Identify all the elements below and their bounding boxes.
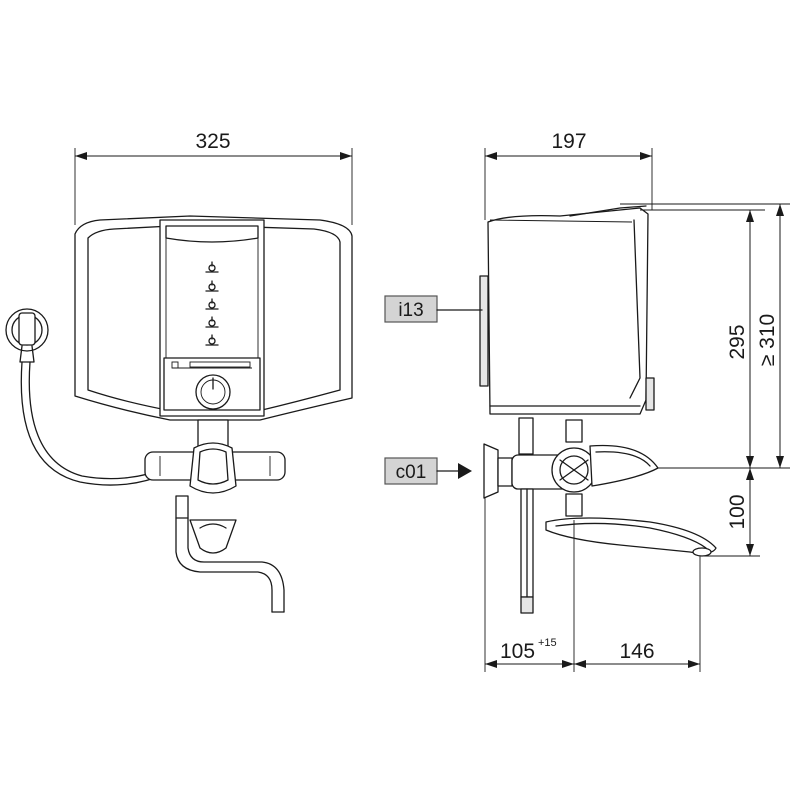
wall-offset-tolerance-label: +15 bbox=[538, 637, 557, 649]
temperature-knob bbox=[195, 374, 231, 410]
dimension-spout-height-100: 100 bbox=[700, 468, 760, 557]
callout-c01: c01 bbox=[384, 457, 472, 485]
callout-i13: i13 bbox=[384, 295, 483, 323]
total-height-dimension-label: ≥ 310 bbox=[756, 314, 779, 366]
heater-housing-side bbox=[479, 205, 655, 415]
callout-c01-label: c01 bbox=[396, 462, 427, 483]
power-plug bbox=[5, 308, 49, 363]
wall-offset-dimension-label: 105 bbox=[500, 640, 535, 663]
width-dimension-label: 325 bbox=[195, 130, 230, 153]
c01-arrow-icon bbox=[458, 463, 472, 479]
dimension-total-height-310: ≥ 310 bbox=[620, 203, 790, 468]
control-panel bbox=[159, 219, 265, 417]
front-view: 325 bbox=[5, 130, 353, 613]
mixer-fitting-side bbox=[483, 417, 717, 614]
side-view: 197 295 ≥ 310 bbox=[384, 130, 790, 672]
dimension-spout-reach-146: 146 bbox=[574, 556, 701, 672]
dimension-wall-offset-105: 105 +15 bbox=[484, 498, 575, 672]
dimension-height-295: 295 bbox=[640, 209, 790, 469]
spout-height-dimension-label: 100 bbox=[726, 494, 749, 529]
depth-dimension-label: 197 bbox=[551, 130, 586, 153]
callout-i13-label: i13 bbox=[398, 300, 423, 321]
temperature-scale-icons bbox=[205, 261, 219, 346]
power-cable bbox=[20, 361, 166, 486]
height-dimension-label: 295 bbox=[726, 324, 749, 359]
dimension-depth-197: 197 bbox=[484, 130, 653, 220]
spout-reach-dimension-label: 146 bbox=[619, 640, 654, 663]
mixer-fitting-front bbox=[144, 419, 286, 613]
dimension-width-325: 325 bbox=[74, 130, 353, 225]
